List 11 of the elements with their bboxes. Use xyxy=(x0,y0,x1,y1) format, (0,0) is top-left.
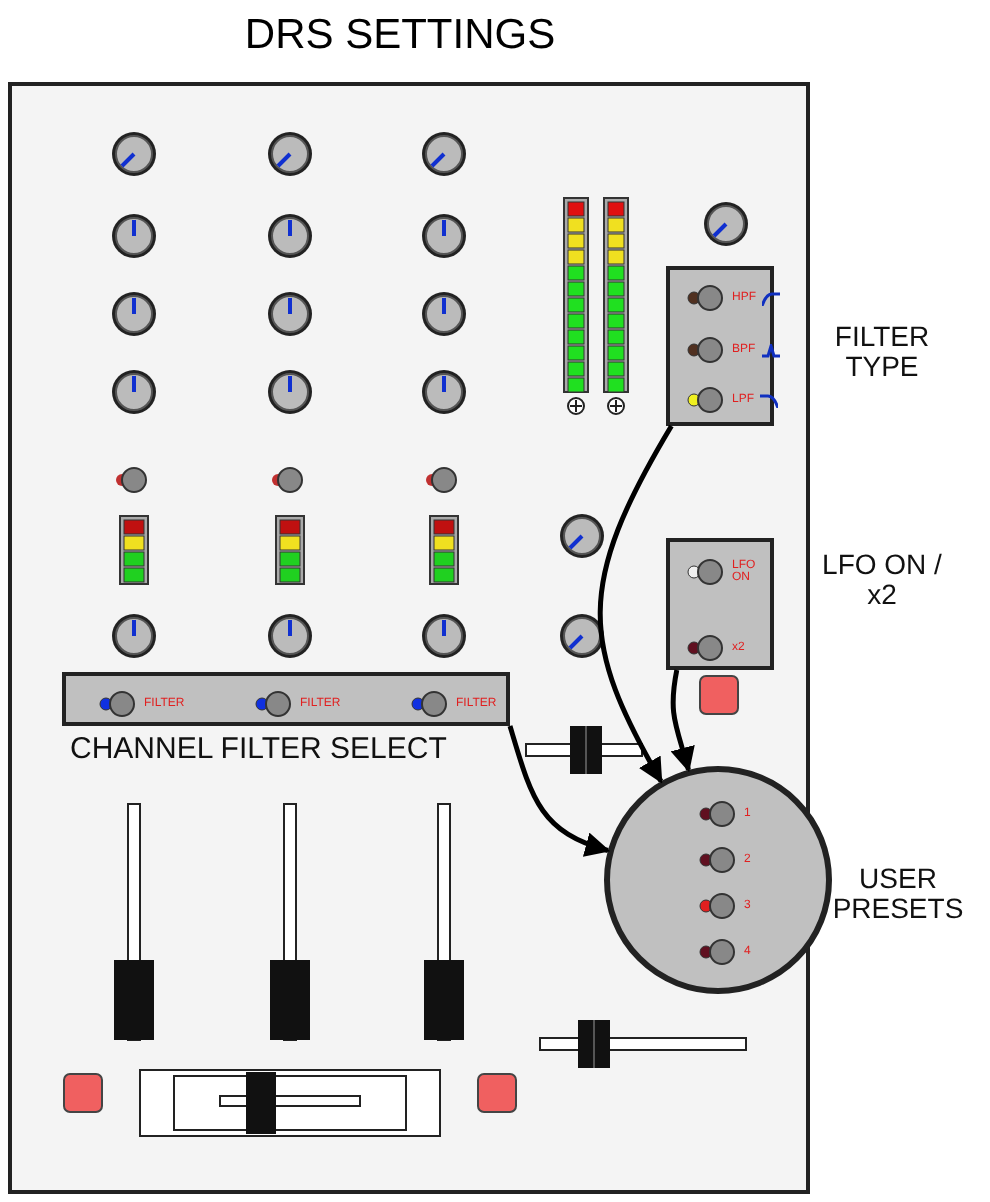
arrow xyxy=(670,669,695,773)
panel-label: FILTER TYPE xyxy=(832,322,932,382)
panel-label: USER PRESETS xyxy=(830,864,966,924)
panel-label: LFO ON / x2 xyxy=(820,550,944,610)
arrow xyxy=(597,424,674,784)
panel-label: CHANNEL FILTER SELECT xyxy=(70,734,447,764)
control-panel xyxy=(666,266,774,426)
control-panel xyxy=(666,538,774,670)
arrow xyxy=(507,725,611,856)
control-panel xyxy=(62,672,510,726)
title: DRS SETTINGS xyxy=(242,12,558,60)
